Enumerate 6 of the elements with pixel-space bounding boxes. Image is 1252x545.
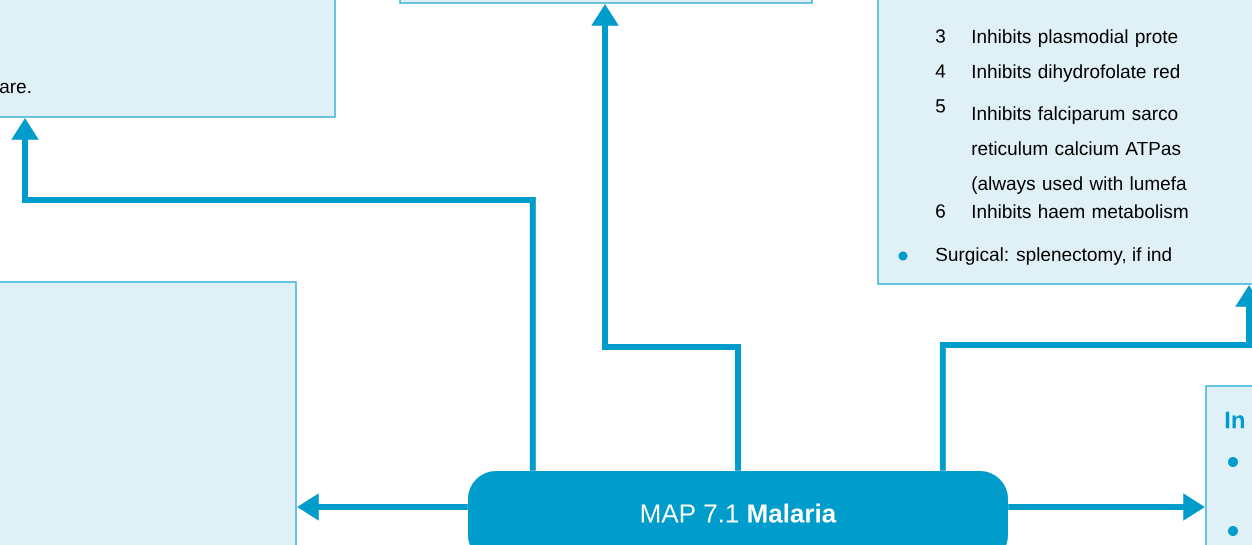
text-box: 3 Inhibits plasmodial prote 4 Inhibits dihydrofolate red 5 Inhibits falciparum sarco reticulum calcium ATPas (always used with lumefa 6 Inhibits haem metabolism Surgical: splenectomy, if ind [877,0,1252,285]
empty-box [0,281,297,545]
text-box: In [1205,385,1252,545]
title-pill: MAP 7.1 Malaria [468,471,1008,545]
empty-box [399,0,813,4]
text-box: are. [0,0,336,118]
